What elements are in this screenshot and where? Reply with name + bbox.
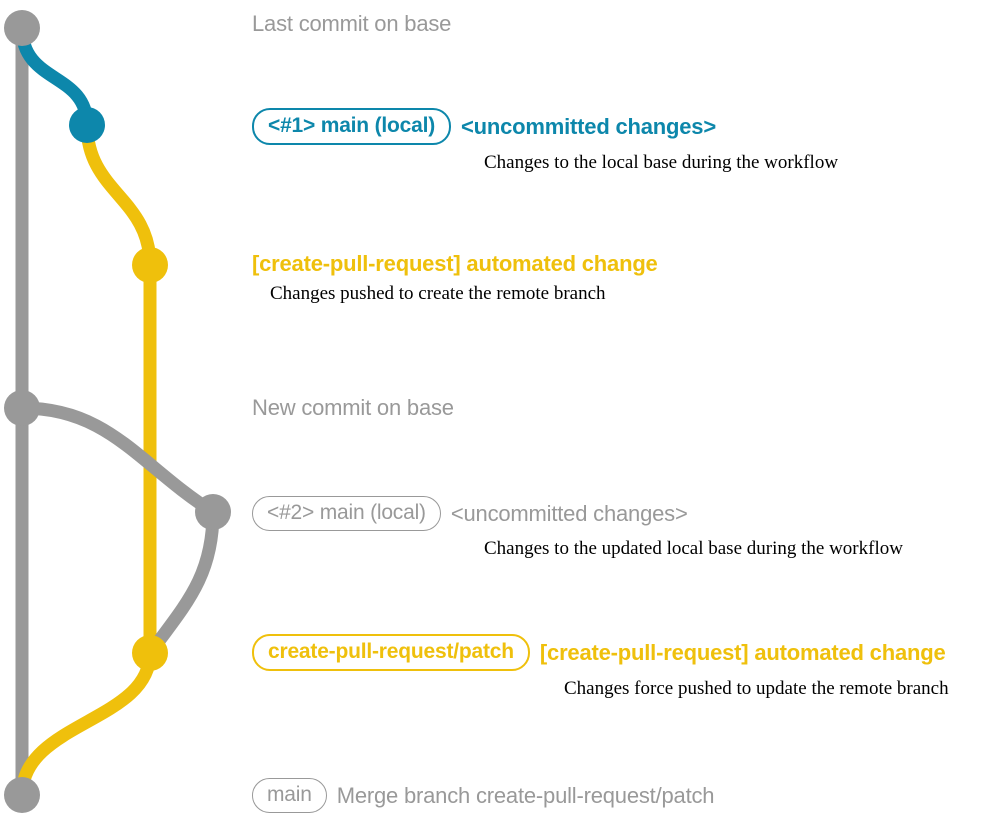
annotation-row-local-change-1: <#1> main (local) <uncommitted changes> … <box>252 108 838 174</box>
annotation-row-merge-commit: main Merge branch create-pull-request/pa… <box>252 778 715 813</box>
headline-uncommitted-changes-2: <uncommitted changes> <box>450 500 688 526</box>
headline-new-commit-on-base: New commit on base <box>252 395 454 420</box>
subtext-local-change-2: Changes to the updated local base during… <box>484 538 903 559</box>
annotation-row-local-change-2: <#2> main (local) <uncommitted changes> … <box>252 496 903 560</box>
subtext-remote-change-1: Changes pushed to create the remote bran… <box>270 283 606 304</box>
branch-pill-create-pull-request-patch[interactable]: create-pull-request/patch <box>252 634 530 671</box>
commit-node-last-base[interactable] <box>4 10 40 46</box>
annotation-row-last-commit-on-base: Last commit on base <box>252 12 451 36</box>
annotation-row-remote-change-1: [create-pull-request] automated change C… <box>252 252 658 305</box>
row-head: main Merge branch create-pull-request/pa… <box>252 778 715 813</box>
row-head: <#2> main (local) <uncommitted changes> <box>252 496 903 531</box>
commit-node-local-1[interactable] <box>69 107 105 143</box>
commit-node-remote-2[interactable] <box>132 635 168 671</box>
commit-node-remote-1[interactable] <box>132 247 168 283</box>
commit-node-new-base[interactable] <box>4 390 40 426</box>
row-head: Last commit on base <box>252 12 451 36</box>
commit-node-local-2[interactable] <box>195 494 231 530</box>
branch-pill-main-local-1[interactable]: <#1> main (local) <box>252 108 452 145</box>
commit-node-merge[interactable] <box>4 777 40 813</box>
row-head: New commit on base <box>252 396 454 420</box>
subtext-local-change-1: Changes to the local base during the wor… <box>484 152 839 173</box>
edge-local-1-to-remote-1 <box>80 118 157 272</box>
commit-graph <box>4 10 231 813</box>
headline-uncommitted-changes-1: <uncommitted changes> <box>461 113 716 139</box>
branch-pill-main[interactable]: main <box>252 778 327 813</box>
headline-automated-change-2: [create-pull-request] automated change <box>539 639 946 665</box>
row-head: <#1> main (local) <uncommitted changes> <box>252 108 838 145</box>
headline-last-commit-on-base: Last commit on base <box>252 11 452 36</box>
row-head: [create-pull-request] automated change <box>252 252 658 276</box>
headline-automated-change-1: [create-pull-request] automated change <box>252 251 658 276</box>
edge-new-base-to-local-2 <box>15 401 220 519</box>
edge-local-2-to-remote-2 <box>143 505 220 660</box>
subtext-remote-change-2: Changes force pushed to update the remot… <box>564 678 949 699</box>
annotation-row-remote-change-2: create-pull-request/patch [create-pull-r… <box>252 634 949 700</box>
annotation-row-new-commit-on-base: New commit on base <box>252 396 454 420</box>
edge-remote-2-to-merge <box>15 646 157 802</box>
headline-merge-branch: Merge branch create-pull-request/patch <box>336 782 715 808</box>
row-head: create-pull-request/patch [create-pull-r… <box>252 634 949 671</box>
branch-pill-main-local-2[interactable]: <#2> main (local) <box>252 496 441 531</box>
